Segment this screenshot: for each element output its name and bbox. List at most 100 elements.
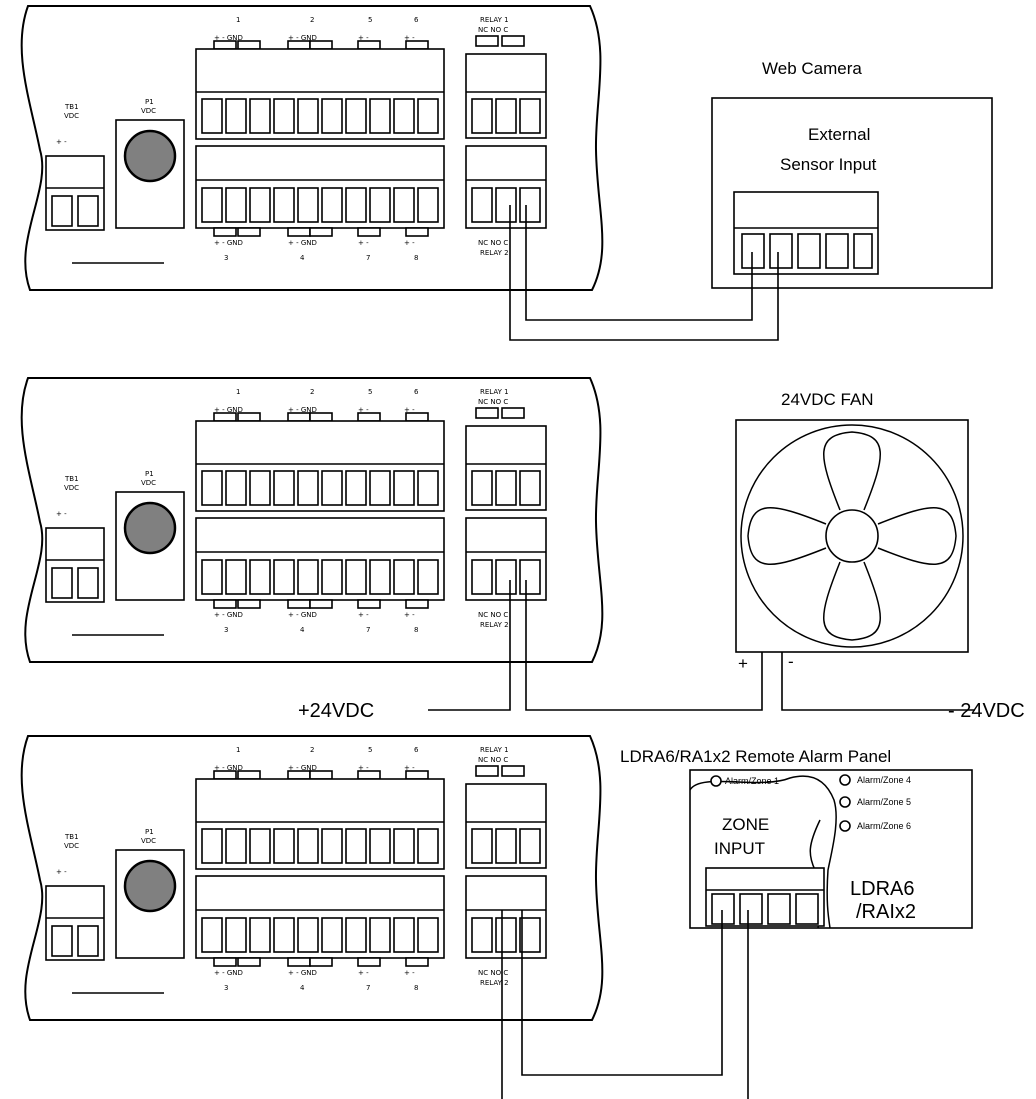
top-pin-tab xyxy=(405,412,429,422)
relay2-label: RELAY 2 xyxy=(480,979,509,987)
top-input-number: 1 xyxy=(236,16,240,24)
bottom-input-terminal xyxy=(417,559,439,595)
bottom-input-number: 8 xyxy=(414,254,418,262)
alarm-model-line2: /RAIx2 xyxy=(856,901,916,923)
fan-ring xyxy=(740,424,964,648)
bottom-input-terminal xyxy=(393,559,415,595)
bottom-input-terminal xyxy=(249,187,271,223)
fan-blades xyxy=(747,431,957,641)
fan-plus-label: + xyxy=(738,654,748,673)
relay2-terminal xyxy=(519,187,541,223)
bottom-input-terminal xyxy=(345,917,367,953)
bottom-pin-tab xyxy=(357,599,381,609)
top-pin-tab xyxy=(287,770,311,780)
relay1-terminal xyxy=(519,828,541,864)
top-input-terminal xyxy=(393,98,415,134)
top-input-terminal xyxy=(345,98,367,134)
top-pin-tab xyxy=(357,412,381,422)
tb1-terminal xyxy=(77,195,99,227)
top-pin-labels: + - xyxy=(404,34,415,42)
tb1-label: TB1 xyxy=(64,103,79,111)
controller-outline xyxy=(20,377,604,663)
bottom-pin-tab xyxy=(237,957,261,967)
zone-led-6: Alarm/Zone 6 xyxy=(839,820,911,832)
bottom-pin-tab xyxy=(309,227,333,237)
top-input-terminal xyxy=(297,98,319,134)
top-input-number: 1 xyxy=(236,746,240,754)
tb1-terminal xyxy=(51,195,73,227)
alarm-model-line1: LDRA6 xyxy=(850,878,914,900)
p1-label: P1 xyxy=(145,98,154,106)
top-input-terminal xyxy=(225,470,247,506)
bottom-input-terminal xyxy=(249,559,271,595)
bottom-pin-labels: + - GND xyxy=(214,969,243,977)
relay2-contacts: NC NO C xyxy=(478,969,508,977)
tb1-vdc-label: VDC xyxy=(64,112,79,120)
bottom-pin-tab xyxy=(287,957,311,967)
svg-text:Alarm/Zone 4: Alarm/Zone 4 xyxy=(857,775,911,785)
relay1-terminal xyxy=(519,470,541,506)
top-input-number: 2 xyxy=(310,388,314,396)
top-input-number: 5 xyxy=(368,16,372,24)
zone-led-4: Alarm/Zone 4 xyxy=(839,774,911,786)
bottom-pin-tab xyxy=(237,599,261,609)
fan-minus-label: - xyxy=(788,652,794,671)
bottom-input-terminal xyxy=(417,187,439,223)
tb1-pins: + - xyxy=(56,138,67,146)
relay1-label: RELAY 1 xyxy=(480,746,509,754)
bottom-input-terminal xyxy=(225,187,247,223)
bottom-input-terminal xyxy=(297,917,319,953)
sensor-label-line1: External xyxy=(808,125,870,144)
bottom-input-terminal xyxy=(417,917,439,953)
p1-vdc-label: VDC xyxy=(141,837,156,845)
top-pin-tab xyxy=(213,412,237,422)
top-input-terminal xyxy=(201,98,223,134)
fan-hub xyxy=(825,509,879,563)
bottom-pin-labels: + - GND xyxy=(288,611,317,619)
top-input-number: 5 xyxy=(368,388,372,396)
top-pin-tab xyxy=(287,40,311,50)
bottom-input-terminal xyxy=(201,559,223,595)
svg-text:Alarm/Zone 1: Alarm/Zone 1 xyxy=(725,776,779,786)
relay1-tab xyxy=(501,35,525,47)
relay1-label: RELAY 1 xyxy=(480,16,509,24)
bottom-input-number: 4 xyxy=(300,254,305,262)
top-pin-labels: + - xyxy=(404,764,415,772)
bottom-input-terminal xyxy=(225,559,247,595)
bottom-pin-labels: + - xyxy=(358,611,369,619)
tb1-terminal xyxy=(77,925,99,957)
top-input-number: 6 xyxy=(414,746,419,754)
alarm-wires xyxy=(501,910,749,1099)
bottom-pin-labels: + - xyxy=(404,969,415,977)
bottom-input-number: 3 xyxy=(224,984,228,992)
top-input-terminal xyxy=(417,98,439,134)
relay2-terminal xyxy=(495,917,517,953)
top-input-terminal xyxy=(201,470,223,506)
top-input-terminal xyxy=(393,470,415,506)
top-pin-labels: + - GND xyxy=(214,764,243,772)
tb1-vdc-label: VDC xyxy=(64,842,79,850)
bottom-pin-labels: + - xyxy=(358,969,369,977)
relay1-terminal xyxy=(471,828,493,864)
bottom-pin-tab xyxy=(357,227,381,237)
bottom-pin-labels: + - GND xyxy=(214,239,243,247)
top-input-terminal xyxy=(417,470,439,506)
relay2-terminal xyxy=(519,917,541,953)
top-input-terminal xyxy=(273,828,295,864)
top-pin-labels: + - xyxy=(404,406,415,414)
bottom-input-terminal xyxy=(273,187,295,223)
relay2-terminal xyxy=(471,917,493,953)
bottom-pin-tab xyxy=(237,227,261,237)
tb1-vdc-label: VDC xyxy=(64,484,79,492)
relay1-contacts: NC NO C xyxy=(478,756,508,764)
bottom-pin-tab xyxy=(405,599,429,609)
top-input-number: 6 xyxy=(414,16,419,24)
relay1-terminal xyxy=(519,98,541,134)
bottom-input-terminal xyxy=(345,559,367,595)
relay2-label: RELAY 2 xyxy=(480,621,509,629)
controller-outline xyxy=(20,5,604,291)
top-input-terminal xyxy=(273,470,295,506)
top-input-terminal xyxy=(297,470,319,506)
top-input-number: 6 xyxy=(414,388,419,396)
